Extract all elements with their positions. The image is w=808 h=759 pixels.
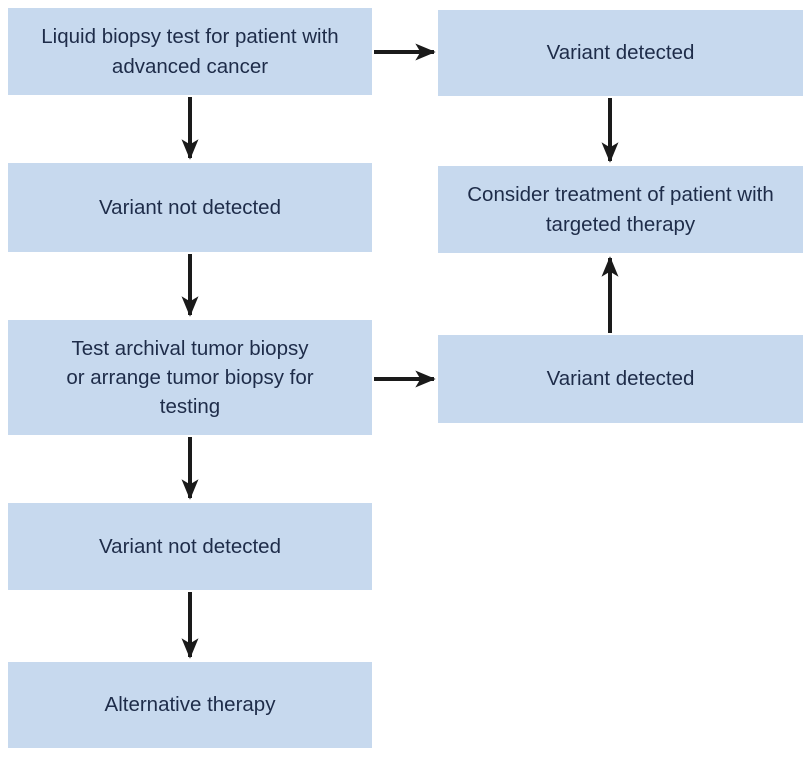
node-variant-not-detected-liquid: Variant not detected bbox=[8, 163, 372, 252]
node-label: Variant detected bbox=[546, 367, 695, 391]
node-test-archival-tumor-biopsy: Test archival tumor biopsy or arrange tu… bbox=[8, 320, 372, 435]
node-liquid-biopsy-test: Liquid biopsy test for patient with adva… bbox=[8, 8, 372, 95]
node-variant-detected-tumor: Variant detected bbox=[438, 335, 803, 423]
node-variant-not-detected-tumor: Variant not detected bbox=[8, 503, 372, 590]
node-alternative-therapy: Alternative therapy bbox=[8, 662, 372, 748]
node-label: Variant not detected bbox=[99, 195, 281, 219]
node-consider-targeted-therapy: Consider treatment of patient with targe… bbox=[438, 166, 803, 253]
node-label: Test archival tumor biopsy or arrange tu… bbox=[66, 336, 314, 419]
node-variant-detected-liquid: Variant detected bbox=[438, 10, 803, 96]
node-label: Consider treatment of patient with targe… bbox=[467, 183, 774, 236]
node-label: Variant detected bbox=[546, 41, 695, 65]
node-label: Liquid biopsy test for patient with adva… bbox=[41, 25, 339, 78]
node-label: Alternative therapy bbox=[104, 693, 276, 717]
node-label: Variant not detected bbox=[99, 534, 281, 558]
